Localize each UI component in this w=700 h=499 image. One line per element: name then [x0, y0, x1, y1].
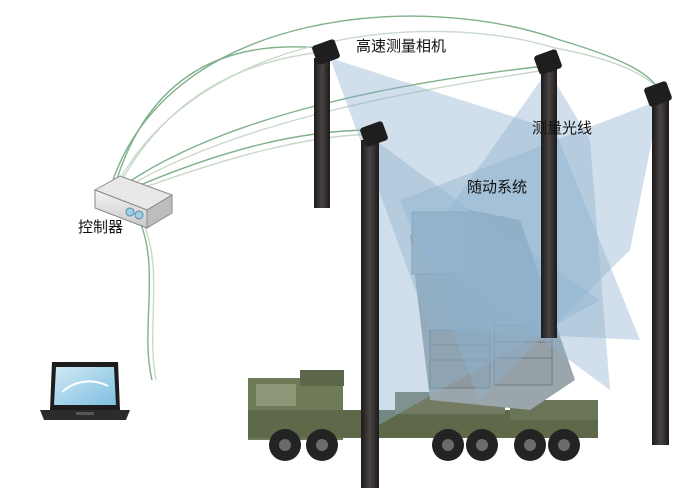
label-measurement-ray: 测量光线 — [532, 119, 592, 137]
label-camera: 高速测量相机 — [356, 37, 446, 55]
camera-pillar-3 — [644, 81, 672, 445]
launcher-truck — [248, 210, 598, 461]
controller-device — [93, 175, 174, 229]
camera-pillar-1 — [312, 39, 340, 208]
label-controller: 控制器 — [78, 218, 123, 236]
launcher-canisters — [410, 210, 575, 410]
camera-pillar-2 — [534, 49, 562, 338]
measurement-beams — [330, 58, 660, 430]
laptop-icon — [40, 362, 130, 420]
label-servo-system: 随动系统 — [467, 178, 527, 196]
camera-pillar-4 — [360, 121, 388, 488]
